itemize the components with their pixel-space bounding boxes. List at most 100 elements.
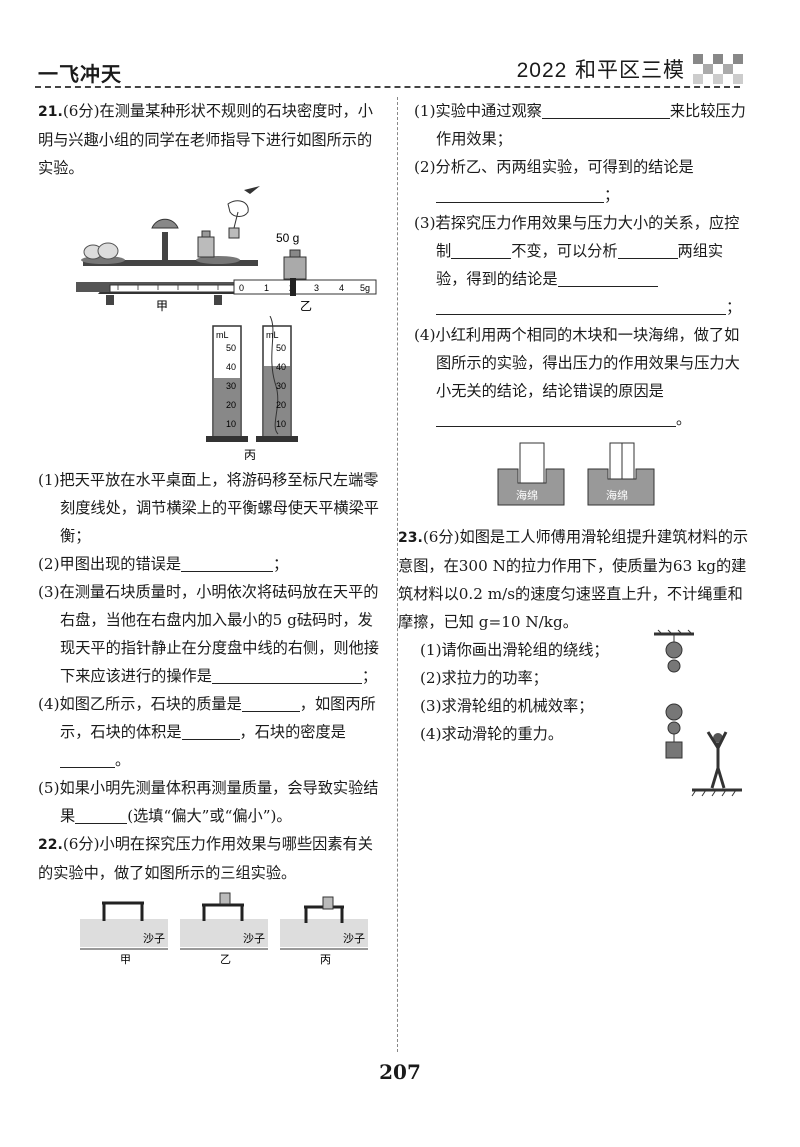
brand-logo-text: 一飞冲天 bbox=[38, 62, 122, 86]
q22-sub4: (4)小红利用两个相同的木块和一块海绵，做了如图所示的实验，得出压力的作用效果与… bbox=[414, 321, 750, 433]
q21-sub2-end: ； bbox=[273, 555, 289, 573]
answer-blank[interactable] bbox=[436, 408, 676, 427]
exam-year: 2022 bbox=[516, 59, 568, 82]
question-22: 22.(6分)小明在探究压力作用效果与哪些因素有关的实验中，做了如图所示的三组实… bbox=[38, 830, 386, 967]
q21-sub5-text: (5)如果小明先测量体积再测量质量，会导致实验结果 bbox=[38, 779, 379, 825]
q21-sub3: (3)在测量石块质量时，小明依次将砝码放在天平的右盘，当他在右盘内加入最小的5 … bbox=[38, 578, 386, 690]
sand-label-1: 沙子 bbox=[143, 932, 165, 945]
fig-label-jia: 甲 bbox=[156, 299, 168, 313]
answer-blank[interactable] bbox=[541, 100, 670, 119]
answer-blank[interactable] bbox=[60, 749, 115, 768]
answer-blank[interactable] bbox=[436, 184, 604, 203]
ruler-tick-1: 1 bbox=[264, 283, 269, 293]
fig-label-bing: 丙 bbox=[244, 448, 256, 462]
weight-label: 50 g bbox=[276, 231, 299, 245]
exam-name: 和平区三模 bbox=[575, 58, 685, 82]
q21-sub2: (2)甲图出现的错误是 ； bbox=[38, 550, 386, 578]
page-number: 207 bbox=[379, 1060, 421, 1084]
cyl2-tick-10: 10 bbox=[276, 419, 286, 429]
q22-sub3-text-c: 两组实验，得到的结论是 bbox=[436, 242, 724, 288]
q22-sub4-text: (4)小红利用两个相同的木块和一块海绵，做了如图所示的实验，得出压力的作用效果与… bbox=[414, 326, 740, 400]
checker-decoration bbox=[693, 54, 743, 84]
header-rule bbox=[35, 86, 740, 88]
left-column: 21.(6分)在测量某种形状不规则的石块密度时，小明与兴趣小组的同学在老师指导下… bbox=[38, 97, 386, 967]
answer-blank[interactable] bbox=[211, 665, 362, 684]
question-21: 21.(6分)在测量某种形状不规则的石块密度时，小明与兴趣小组的同学在老师指导下… bbox=[38, 97, 386, 830]
cyl1-tick-50: 50 bbox=[226, 343, 236, 353]
q22-number: 22. bbox=[38, 837, 63, 853]
q22-figure-sand: 沙子 沙子 沙子 甲 乙 丙 bbox=[80, 892, 368, 966]
q22-sub3: (3)若探究压力作用效果与压力大小的关系，应控制不变，可以分析两组实验，得到的结… bbox=[414, 209, 750, 321]
q23-sub2: (2)求拉力的功率； bbox=[420, 669, 548, 687]
question-23: 23.(6分)如图是工人师傅用滑轮组提升建筑材料的示意图，在300 N的拉力作用… bbox=[398, 523, 750, 797]
q22-sub1-text: (1)实验中通过观察 bbox=[414, 102, 542, 120]
q23-intro-text: (6分)如图是工人师傅用滑轮组提升建筑材料的示意图，在300 N的拉力作用下，使… bbox=[398, 528, 749, 631]
cyl2-tick-50: 50 bbox=[276, 343, 286, 353]
q21-sub4-end: 。 bbox=[115, 751, 131, 769]
ruler-tick-5: 5g bbox=[360, 283, 370, 293]
q21-sub1: (1)把天平放在水平桌面上，将游码移至标尺左端零刻度线处，调节横梁上的平衡螺母使… bbox=[38, 471, 379, 545]
answer-blank[interactable] bbox=[181, 553, 274, 572]
q21-sub4: (4)如图乙所示，石块的质量是，如图丙所示，石块的体积是，石块的密度是。 bbox=[38, 690, 386, 774]
fig-label-jia: 甲 bbox=[120, 953, 131, 966]
cyl1-tick-10: 10 bbox=[226, 419, 236, 429]
answer-blank[interactable] bbox=[557, 268, 658, 287]
fig-label-yi: 乙 bbox=[300, 299, 312, 313]
q22-sub2-end: ； bbox=[604, 186, 620, 204]
q21-sub4-text-c: ，石块的密度是 bbox=[239, 723, 346, 741]
q21-sub4-text-b: ，如图丙所示，石块的体积是 bbox=[60, 695, 376, 741]
cyl1-unit: mL bbox=[216, 330, 229, 340]
q23-number: 23. bbox=[398, 530, 423, 546]
page-header: 一飞冲天 2022 和平区三模 bbox=[0, 0, 800, 95]
answer-blank[interactable] bbox=[75, 805, 128, 824]
sand-label-3: 沙子 bbox=[343, 932, 365, 945]
q21-intro: 21.(6分)在测量某种形状不规则的石块密度时，小明与兴趣小组的同学在老师指导下… bbox=[38, 97, 386, 182]
answer-blank[interactable] bbox=[436, 296, 726, 315]
q21-figure-cylinders: mL 50 40 30 20 10 mL 50 40 30 20 10 丙 bbox=[206, 316, 298, 462]
q22-sub2: (2)分析乙、丙两组实验，可得到的结论是； bbox=[414, 153, 750, 209]
q22-sub3-end: ； bbox=[726, 298, 742, 316]
q23-figure-pulley bbox=[654, 629, 742, 797]
q22-sub3-text-a: (3)若探究压力作用效果与压力大小的关系，应控制 bbox=[414, 214, 740, 260]
q22-intro: 22.(6分)小明在探究压力作用效果与哪些因素有关的实验中，做了如图所示的三组实… bbox=[38, 830, 386, 887]
ruler-tick-3: 3 bbox=[314, 283, 319, 293]
q21-intro-text: (6分)在测量某种形状不规则的石块密度时，小明与兴趣小组的同学在老师指导下进行如… bbox=[38, 102, 373, 177]
fig-label-bing: 丙 bbox=[320, 953, 331, 966]
q21-sub5: (5)如果小明先测量体积再测量质量，会导致实验结果(选填“偏大”或“偏小”)。 bbox=[38, 774, 386, 830]
q21-sub3-end: ； bbox=[361, 667, 378, 685]
q21-number: 21. bbox=[38, 104, 63, 120]
exam-title: 2022 和平区三模 bbox=[517, 54, 685, 84]
sponge-label-2: 海绵 bbox=[606, 488, 628, 502]
q21-sub3-text: (3)在测量石块质量时，小明依次将砝码放在天平的右盘，当他在右盘内加入最小的5 … bbox=[38, 583, 379, 685]
q23-body: (1)请你画出滑轮组的绕线； (2)求拉力的功率； (3)求滑轮组的机械效率； … bbox=[398, 629, 750, 797]
q22-figure-sponge: 海绵 海绵 bbox=[497, 442, 655, 506]
q23-sub4: (4)求动滑轮的重力。 bbox=[420, 725, 564, 743]
sponge-label-1: 海绵 bbox=[516, 488, 538, 502]
ruler-tick-4: 4 bbox=[339, 283, 344, 293]
q23-sub1: (1)请你画出滑轮组的绕线； bbox=[420, 641, 609, 659]
answer-blank[interactable] bbox=[181, 721, 240, 740]
cyl1-tick-20: 20 bbox=[226, 400, 236, 410]
q23-intro: 23.(6分)如图是工人师傅用滑轮组提升建筑材料的示意图，在300 N的拉力作用… bbox=[398, 523, 750, 636]
q22-intro-text: (6分)小明在探究压力作用效果与哪些因素有关的实验中，做了如图所示的三组实验。 bbox=[38, 835, 373, 882]
q22-sub1-end: 来比较压力作用效果； bbox=[436, 102, 746, 148]
cyl2-unit: mL bbox=[266, 330, 279, 340]
q21-sub4-text-a: (4)如图乙所示，石块的质量是 bbox=[38, 695, 242, 713]
answer-blank[interactable] bbox=[451, 240, 512, 259]
answer-blank[interactable] bbox=[241, 693, 300, 712]
q21-sub2-text: (2)甲图出现的错误是 bbox=[38, 555, 182, 573]
q23-sub3: (3)求滑轮组的机械效率； bbox=[420, 697, 594, 715]
fig-label-yi: 乙 bbox=[220, 953, 231, 966]
cyl2-tick-40: 40 bbox=[276, 362, 286, 372]
column-divider bbox=[397, 97, 398, 1052]
q21-figure-balance: 50 g 0 1 2 3 4 5g 甲 乙 bbox=[76, 186, 377, 313]
cyl1-tick-40: 40 bbox=[226, 362, 236, 372]
cyl2-tick-20: 20 bbox=[276, 400, 286, 410]
sand-label-2: 沙子 bbox=[243, 932, 265, 945]
cyl1-tick-30: 30 bbox=[226, 381, 236, 391]
q22-sub3-text-b: 不变，可以分析 bbox=[511, 242, 618, 260]
q22-sub4-end: 。 bbox=[676, 410, 692, 428]
ruler-tick-0: 0 bbox=[239, 283, 244, 293]
answer-blank[interactable] bbox=[617, 240, 678, 259]
q22-sub1: (1)实验中通过观察来比较压力作用效果； bbox=[414, 97, 750, 153]
